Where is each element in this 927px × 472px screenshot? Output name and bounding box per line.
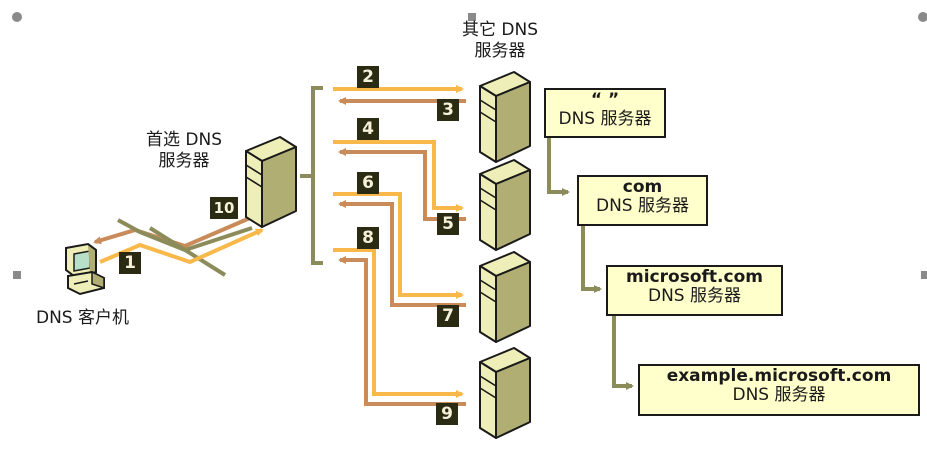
step-badge-4: 4 [357,118,379,140]
preferred-server-label: 首选 DNS 服务器 [146,130,222,172]
iterative-arrows [333,85,466,406]
preferred-server-label-line1: 首选 DNS [146,130,223,150]
box-label: DNS 服务器 [558,109,652,129]
root-dns-server-box: “ ” DNS 服务器 [544,88,666,138]
response-arrow-7 [338,200,466,307]
zone-name: microsoft.com [626,267,763,287]
microsoft-com-dns-server-box: microsoft.com DNS 服务器 [606,265,783,316]
step-badge-9: 9 [436,403,458,425]
other-servers-label: 其它 DNS 服务器 [462,20,538,62]
query-arrow-8 [333,248,464,398]
selection-handles [12,12,927,279]
crossing-connector [148,226,227,277]
step-badge-3: 3 [437,99,459,121]
example-microsoft-com-dns-server-box: example.microsoft.com DNS 服务器 [638,364,920,416]
client-label: DNS 客户机 [36,308,130,328]
box-label: DNS 服务器 [732,385,826,405]
other-dns-server-icon-4 [479,347,531,439]
hierarchy-connectors [547,138,634,390]
com-dns-server-box: com DNS 服务器 [577,175,708,226]
zone-name: “ ” [590,90,620,110]
step-badge-6: 6 [357,172,379,194]
query-arrow-4 [333,140,464,212]
preferred-server-bracket [300,86,323,265]
other-dns-server-icon-3 [479,251,531,343]
zone-name: com [622,177,663,197]
box-label: DNS 服务器 [647,286,741,306]
step-badge-2: 2 [357,66,379,88]
response-arrow-9 [338,256,466,406]
step-badge-1: 1 [119,252,141,274]
preferred-dns-server-icon [245,136,297,228]
other-servers-label-line2: 服务器 [474,41,526,61]
client-computer-icon [65,242,105,296]
step-badge-10: 10 [210,197,238,219]
connector-path [117,218,253,253]
box-label: DNS 服务器 [595,196,689,216]
other-dns-server-icon-1 [479,71,531,163]
other-dns-server-icon-2 [479,159,531,251]
preferred-server-label-line2: 服务器 [158,151,210,171]
zone-name: example.microsoft.com [666,366,892,386]
query-arrow-6 [333,192,464,299]
step-badge-5: 5 [437,213,459,235]
step-badge-8: 8 [357,227,379,249]
other-servers-label-line1: 其它 DNS [462,20,539,40]
step-badge-7: 7 [437,305,459,327]
